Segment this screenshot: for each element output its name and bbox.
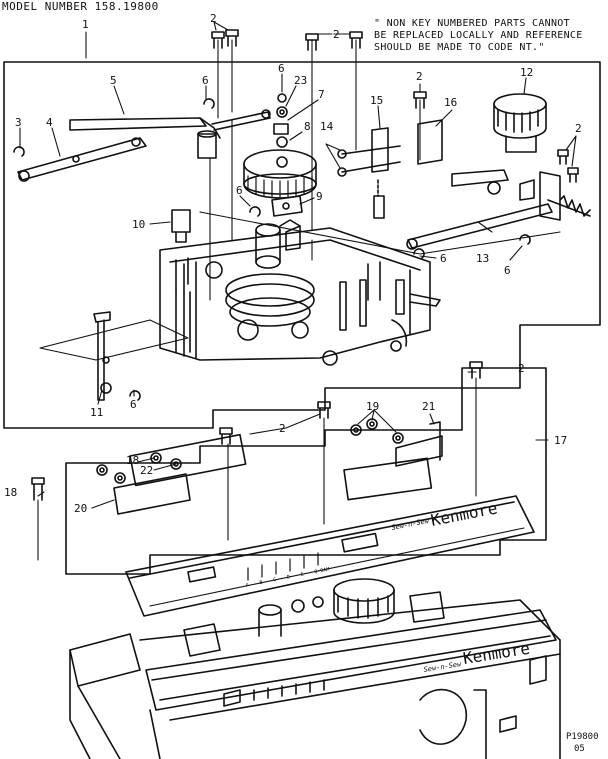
callout-20: 20 (74, 502, 87, 515)
front-panel-17 (125, 433, 535, 617)
callout-3: 3 (15, 116, 22, 129)
callout-22: 22 (140, 464, 153, 477)
callout-6b: 6 (278, 62, 285, 75)
callout-5: 5 (110, 74, 117, 87)
bracket-15 (371, 127, 389, 173)
callout-2c: 2 (416, 70, 423, 83)
callout-8: 8 (304, 120, 311, 133)
dial-label-qdam: Q-DAM (314, 567, 330, 576)
part-10 (171, 209, 191, 243)
callout-6a: 6 (202, 74, 209, 87)
parts-note-line-1: " NON KEY NUMBERED PARTS CANNOT (374, 18, 570, 29)
callout-9: 9 (316, 190, 323, 203)
callout-14: 14 (320, 120, 334, 133)
model-number: MODEL NUMBER 158.19800 (2, 0, 159, 13)
callout-6f: 6 (130, 398, 137, 411)
dial-label-b: B (259, 580, 263, 586)
callout-23: 23 (294, 74, 307, 87)
callout-2a: 2 (210, 12, 217, 25)
callout-15: 15 (370, 94, 383, 107)
feed-arm-13 (407, 203, 553, 249)
cover-20 (113, 473, 191, 515)
callout-10: 10 (132, 218, 145, 231)
callout-7: 7 (318, 88, 325, 101)
dial-label-d: D (287, 574, 291, 580)
assembly-frame-upper (3, 61, 601, 429)
callout-19: 19 (366, 400, 379, 413)
assembly-frame-panel (65, 367, 547, 575)
callout-2f: 2 (518, 362, 525, 375)
callout-2b: 2 (333, 28, 340, 41)
callout-11: 11 (90, 406, 103, 419)
callout-6d: 6 (440, 252, 447, 265)
callout-18b: 18 (126, 454, 139, 467)
dial-label-c: C (273, 577, 277, 583)
parts-note-line-3: SHOULD BE MADE TO CODE NT." (374, 42, 545, 53)
dial-label-e: E (300, 572, 304, 578)
callout-18: 18 (4, 486, 17, 499)
leader-lines (19, 21, 577, 509)
diagram-code: P19800 (566, 732, 599, 742)
callout-2e: 2 (279, 422, 286, 435)
assembled-machine-view (69, 578, 561, 759)
parts-note-line-2: BE REPLACED LOCALLY AND REFERENCE (374, 30, 583, 41)
bracket-11 (93, 311, 111, 401)
brand-name-lower: Kenmore (462, 639, 532, 668)
callout-13: 13 (476, 252, 489, 265)
callout-1: 1 (82, 18, 89, 31)
diagram-code-sub: 05 (574, 744, 585, 754)
dial-label-a: A (245, 582, 249, 588)
callout-17: 17 (554, 434, 567, 447)
lever-arm-5 (69, 117, 207, 131)
screw-group-top (211, 29, 579, 183)
callout-2d: 2 (575, 122, 582, 135)
callout-4: 4 (46, 116, 53, 129)
mechanism-body (159, 227, 431, 361)
brand-name-upper: Kenmore (429, 498, 499, 530)
bracket-16 (417, 119, 443, 165)
callout-6c: 6 (236, 184, 243, 197)
lever-arm-4 (17, 137, 147, 181)
callout-16: 16 (444, 96, 457, 109)
callout-6e: 6 (504, 264, 511, 277)
callout-12: 12 (520, 66, 533, 79)
callout-21: 21 (422, 400, 435, 413)
